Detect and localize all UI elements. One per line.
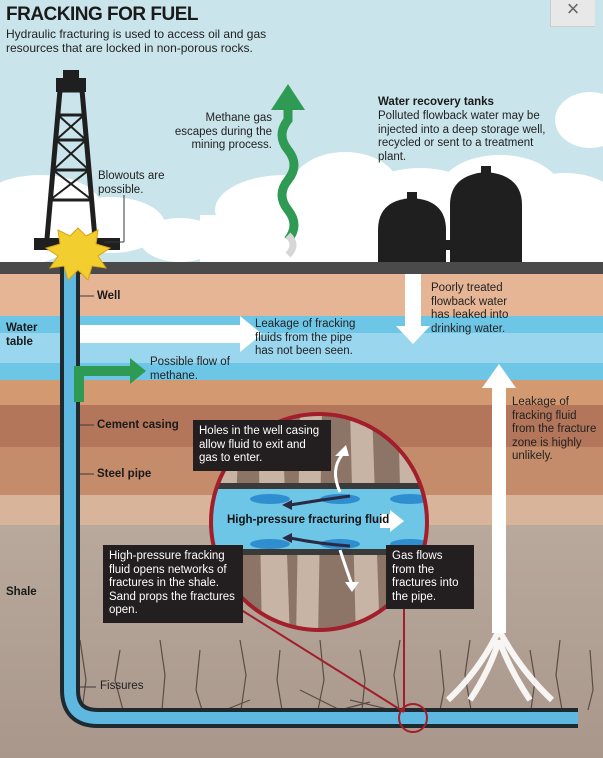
label-gas-flows: Gas flows from the fractures into the pi… (386, 545, 474, 609)
label-methane-gas: Methane gas escapes during the mining pr… (174, 112, 272, 151)
label-poorly-treated: Poorly treated flowback water has leaked… (431, 282, 509, 335)
label-steel-pipe: Steel pipe (97, 468, 152, 480)
ground-surface (0, 262, 603, 274)
label-shale: Shale (6, 586, 37, 598)
flowback-down-arrow (396, 274, 430, 344)
label-water-tanks-title: Water recovery tanks (378, 96, 494, 108)
label-water-table: Water table (6, 322, 38, 348)
label-possible-flow: Possible flow of methane. (150, 356, 230, 382)
label-blowouts: Blowouts are possible. (98, 170, 165, 196)
page-subtitle: Hydraulic fracturing is used to access o… (6, 27, 267, 55)
leakage-arrow (80, 316, 262, 352)
label-hp-networks: High-pressure fracking fluid opens netwo… (103, 545, 243, 623)
label-leaders (80, 195, 125, 688)
close-icon[interactable]: × (550, 0, 595, 27)
fracture-leak-up-arrow (445, 364, 555, 703)
label-fissures: Fissures (100, 680, 144, 692)
label-leakage-pipe: Leakage of fracking fluids from the pipe… (255, 318, 356, 357)
methane-escape-arrow (271, 84, 305, 258)
label-hp-fluid: High-pressure fracturing fluid (227, 514, 390, 526)
soil-layer (0, 274, 603, 316)
label-water-tanks-text: Polluted flowback water may be injected … (378, 110, 546, 163)
label-leakage-fracture: Leakage of fracking fluid from the fract… (512, 396, 597, 462)
label-cement-casing: Cement casing (97, 419, 179, 431)
blowout-burst (44, 227, 112, 281)
methane-flow-arrow (74, 358, 146, 402)
water-recovery-tanks (378, 166, 522, 262)
page-title: FRACKING FOR FUEL (6, 4, 199, 25)
label-well: Well (97, 290, 121, 302)
label-holes: Holes in the well casing allow fluid to … (193, 420, 331, 471)
well-pipe (60, 262, 578, 728)
zoom-lead-lines (234, 605, 428, 733)
